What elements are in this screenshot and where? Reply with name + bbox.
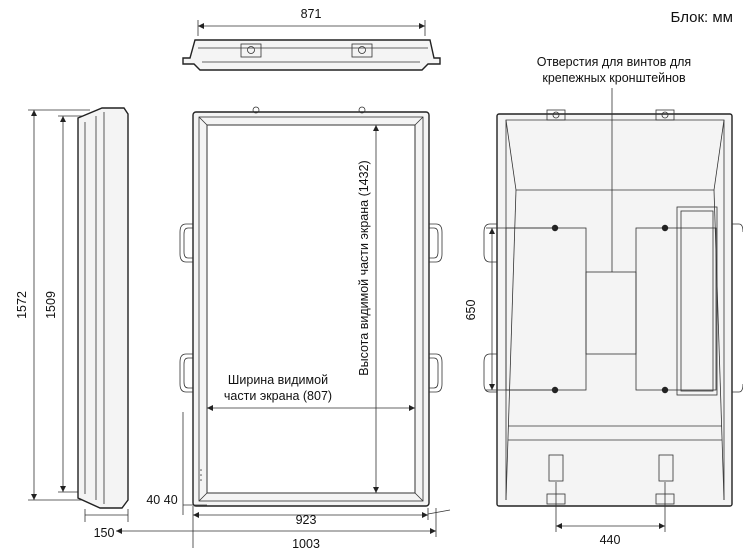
screen-width-line-2: части экрана (807) bbox=[224, 389, 332, 403]
dim-total-width: 1003 bbox=[292, 537, 320, 551]
dim-inner-width: 923 bbox=[296, 513, 317, 527]
dim-total-height: 1572 bbox=[15, 291, 29, 319]
dim-bezel: 40 40 bbox=[146, 493, 177, 507]
callout-line-1: Отверстия для винтов для bbox=[537, 55, 691, 69]
dim-top-width: 871 bbox=[301, 7, 322, 21]
top-view bbox=[182, 20, 441, 71]
rear-view bbox=[483, 88, 743, 532]
callout-line-2: крепежных кронштейнов bbox=[542, 71, 686, 85]
screen-width-line-1: Ширина видимой bbox=[228, 373, 328, 387]
dim-side-height: 1509 bbox=[44, 291, 58, 319]
unit-label: Блок: мм bbox=[671, 9, 733, 26]
dim-hole-horizontal: 440 bbox=[600, 533, 621, 547]
screen-height-label: Высота видимой части экрана (1432) bbox=[357, 160, 371, 375]
side-view bbox=[28, 107, 129, 522]
dim-hole-vertical: 650 bbox=[464, 300, 478, 321]
front-view bbox=[116, 106, 451, 548]
dim-depth: 150 bbox=[94, 526, 115, 540]
